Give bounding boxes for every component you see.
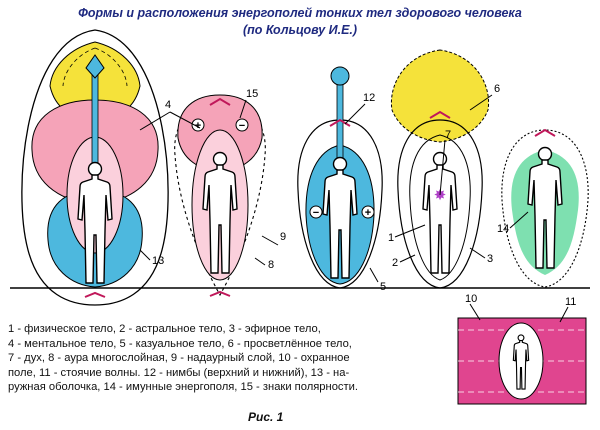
multilayer-aura	[174, 99, 266, 297]
lower-nimbus	[84, 291, 106, 298]
enlightened-body	[390, 49, 490, 143]
polarity-sign-plus	[191, 118, 205, 132]
figure-4-enlightened: ✸	[390, 49, 490, 289]
callout-2: 2	[392, 257, 398, 269]
causal-crown	[330, 66, 350, 86]
lower-nimbus	[209, 290, 231, 297]
callout-4: 4	[165, 99, 171, 111]
causal-column	[91, 64, 99, 166]
plus-label: +	[195, 120, 201, 132]
legend-line: 1 - физическое тело, 2 - астральное тело…	[8, 323, 321, 335]
figure-1-full	[21, 29, 169, 306]
callout-leaders	[139, 94, 569, 323]
callout-1: 1	[388, 232, 394, 244]
astral-outline	[409, 134, 471, 281]
figure-5-immune	[501, 128, 589, 288]
physical-body	[422, 151, 458, 274]
callout-13: 13	[152, 255, 164, 267]
callout-14: 14	[497, 223, 509, 235]
figure-subtitle: (по Кольцову И.Е.)	[242, 23, 358, 37]
figure-title: Формы и расположения энергополей тонких …	[78, 6, 522, 20]
callout-12: 12	[363, 92, 375, 104]
upper-nimbus	[429, 110, 451, 119]
figure-2-polarity: + −	[174, 94, 266, 297]
causal-outline	[297, 119, 383, 289]
figure-3-causal: − +	[297, 66, 383, 289]
upper-nimbus	[209, 97, 231, 106]
callout-10: 10	[465, 293, 477, 305]
polarity-sign-plus	[361, 205, 375, 219]
callout-numbers: 4 15 12 6 7 13 9 8 5 1 2 3 14 10 11	[152, 83, 576, 308]
upper-nimbus	[534, 128, 556, 137]
upper-nimbus	[329, 118, 351, 127]
callout-11: 11	[565, 296, 576, 308]
spirit-star-icon: ✸	[434, 187, 447, 204]
minus-label: −	[239, 120, 245, 132]
callout-9: 9	[280, 231, 286, 243]
callout-5: 5	[380, 281, 386, 293]
callout-15: 15	[246, 88, 258, 100]
polarity-sign-minus	[309, 205, 323, 219]
legend: 1 - физическое тело, 2 - астральное тело…	[8, 322, 448, 395]
legend-line: ружная оболочка, 14 - имунные энергополя…	[8, 381, 358, 394]
causal-column	[336, 77, 344, 169]
figure-6-protective-field	[457, 317, 587, 405]
legend-line: 7 - дух, 8 - аура многослойная, 9 - нада…	[8, 352, 350, 365]
plus-label: +	[365, 207, 371, 219]
polarity-sign-minus	[235, 118, 249, 132]
figure-caption: Рис. 1	[248, 410, 284, 424]
callout-7: 7	[445, 129, 451, 141]
legend-line: 4 - ментальное тело, 5 - казуальное тело…	[8, 337, 352, 350]
upper-crown	[85, 54, 105, 79]
minus-label: −	[313, 207, 319, 219]
ethereal-outline	[397, 119, 483, 289]
legend-line: поле, 11 - стоячие волны. 12 - нимбы (ве…	[8, 366, 350, 379]
callout-6: 6	[494, 83, 500, 95]
callout-3: 3	[487, 253, 493, 265]
callout-8: 8	[268, 259, 274, 271]
outer-shell	[21, 29, 169, 306]
